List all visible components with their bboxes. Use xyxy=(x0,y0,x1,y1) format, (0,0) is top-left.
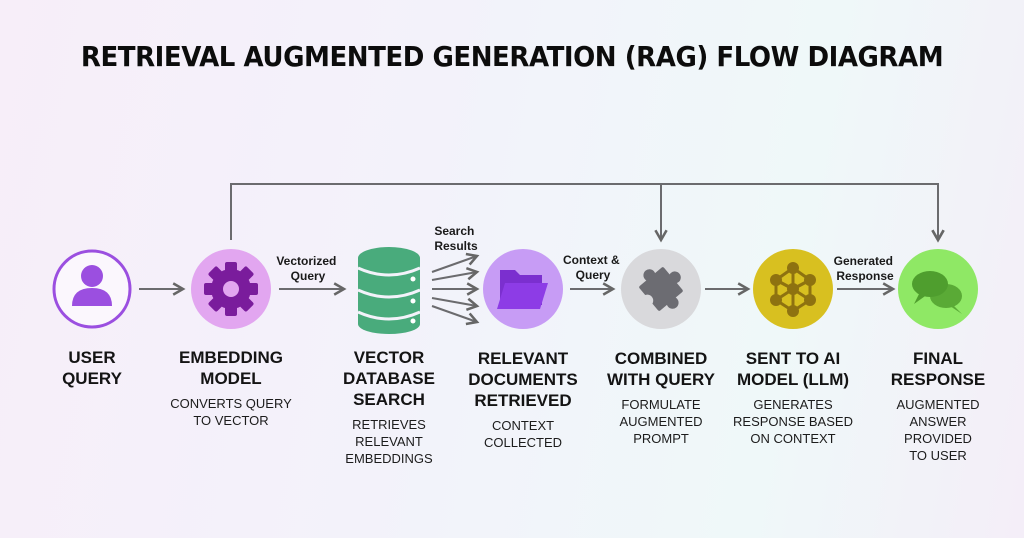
node-text-relevant-documents: RELEVANT DOCUMENTS RETRIEVED CONTEXT COL… xyxy=(448,348,598,451)
edge-label-context-query: Context & Query xyxy=(563,253,623,282)
node-title: COMBINED WITH QUERY xyxy=(607,349,715,389)
node-final-response xyxy=(898,249,978,329)
node-description: RETRIEVES RELEVANT EMBEDDINGS xyxy=(345,417,433,466)
feedback-line xyxy=(230,183,945,243)
node-description: GENERATES RESPONSE BASED ON CONTEXT xyxy=(733,397,853,446)
node-text-vector-database: VECTOR DATABASE SEARCH RETRIEVES RELEVAN… xyxy=(314,347,464,467)
chat-bubbles-icon xyxy=(912,271,962,314)
node-description: CONVERTS QUERY TO VECTOR xyxy=(170,396,292,428)
gear-icon xyxy=(204,262,258,316)
edge-label-search-results: Search Results xyxy=(434,224,478,253)
feedback-arrow-embedding xyxy=(230,183,945,243)
node-combined-with-query xyxy=(621,249,701,329)
node-title: FINAL RESPONSE xyxy=(890,349,986,389)
neural-network-icon xyxy=(770,262,816,317)
node-relevant-documents xyxy=(483,249,563,329)
diagram-title: RETRIEVAL AUGMENTED GENERATION (RAG) FLO… xyxy=(80,40,944,73)
node-text-final-response: FINAL RESPONSE AUGMENTED ANSWER PROVIDED… xyxy=(863,348,1013,464)
node-description: AUGMENTED ANSWER PROVIDED TO USER xyxy=(896,397,980,463)
node-text-user-query: USER QUERY xyxy=(17,347,167,389)
folder-icon xyxy=(497,270,548,309)
node-user-query xyxy=(52,249,132,329)
arrows-search-results xyxy=(431,252,480,326)
node-title: VECTOR DATABASE SEARCH xyxy=(343,348,435,409)
edge-label-vectorized-query: Vectorized Query xyxy=(276,254,339,283)
node-embedding-model xyxy=(191,249,271,329)
node-title: USER QUERY xyxy=(62,348,122,388)
node-vector-database-search xyxy=(357,247,421,334)
node-text-sent-to-ai-model: SENT TO AI MODEL (LLM) GENERATES RESPONS… xyxy=(718,348,868,447)
node-title: RELEVANT DOCUMENTS RETRIEVED xyxy=(468,349,578,410)
node-title: SENT TO AI MODEL (LLM) xyxy=(736,349,850,389)
user-icon xyxy=(72,265,112,306)
node-text-embedding-model: EMBEDDING MODEL CONVERTS QUERY TO VECTOR xyxy=(156,347,306,429)
node-sent-to-ai-model xyxy=(753,249,833,329)
node-description: FORMULATE AUGMENTED PROMPT xyxy=(619,397,703,446)
puzzle-icon xyxy=(639,267,683,311)
edge-label-generated-response: Generated Response xyxy=(834,254,897,283)
node-title: EMBEDDING MODEL xyxy=(179,348,283,388)
node-text-combined-with-query: COMBINED WITH QUERY FORMULATE AUGMENTED … xyxy=(586,348,736,447)
node-description: CONTEXT COLLECTED xyxy=(483,418,563,450)
